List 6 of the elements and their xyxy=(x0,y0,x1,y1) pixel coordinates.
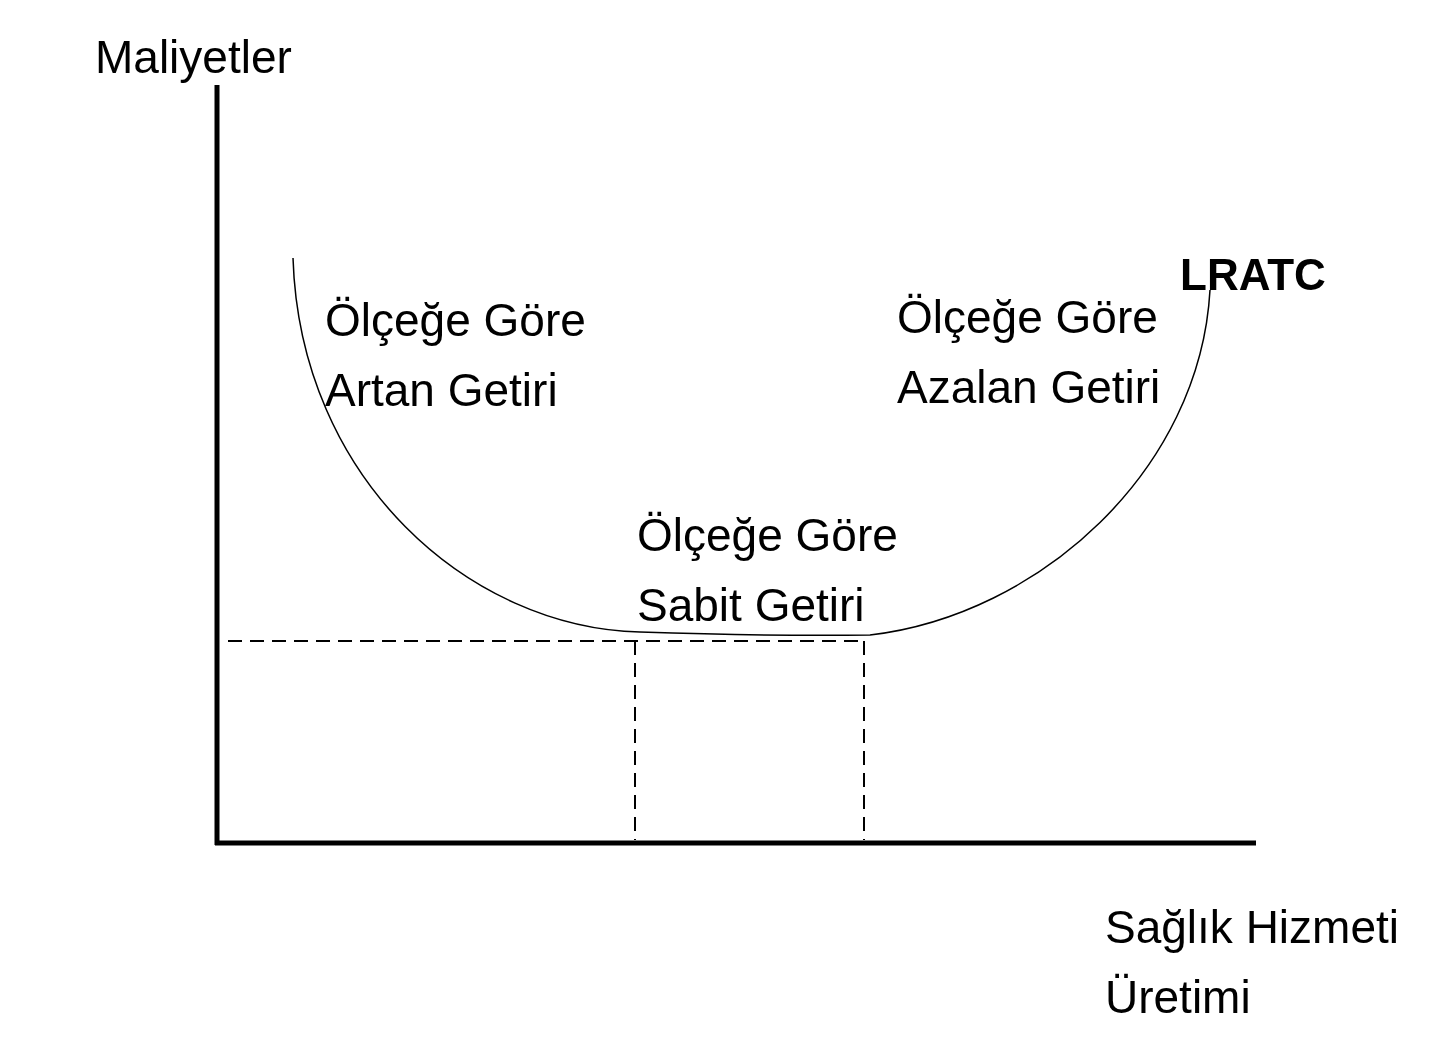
y-axis-label: Maliyetler xyxy=(95,30,293,85)
region-label: Ölçeğe Göre Artan Getiri xyxy=(325,293,587,418)
region-label: Ölçeğe Göre Azalan Getiri xyxy=(897,290,1162,415)
region-label: Ölçeğe Göre Sabit Getiri xyxy=(637,508,899,633)
x-axis-label: Sağlık Hizmeti Üretimi xyxy=(1105,900,1400,1025)
curve-label: LRATC xyxy=(1180,249,1327,301)
